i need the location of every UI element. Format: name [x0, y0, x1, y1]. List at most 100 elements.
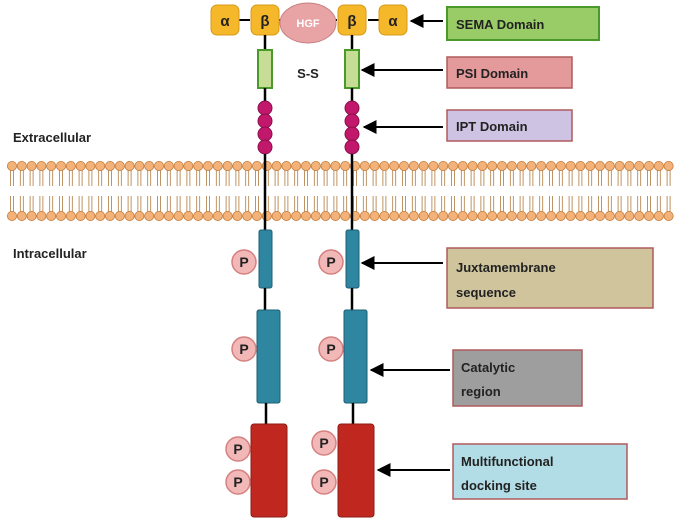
alpha-subunit-right: [378, 4, 408, 36]
lipid-head: [65, 210, 76, 221]
extracellular-label: Extracellular: [13, 130, 91, 145]
catalytic-label-line2: region: [461, 384, 501, 399]
lipid-head: [242, 160, 253, 171]
lipid-head: [232, 160, 243, 171]
lipid-head: [340, 160, 351, 171]
pointer-arrows: [360, 14, 450, 477]
docking-site-right: [337, 423, 375, 518]
lipid-head: [644, 160, 655, 171]
lipid-head: [536, 210, 547, 221]
lipid-head: [496, 210, 507, 221]
lipid-head: [202, 160, 213, 171]
lipid-head: [26, 160, 37, 171]
hgf-label: HGF: [296, 18, 320, 30]
juxtamembrane-label-box: Juxtamembrane sequence: [446, 247, 654, 309]
disulfide-bond-label: S-S: [297, 66, 319, 81]
phospho-site: P: [231, 336, 257, 362]
lipid-head: [438, 210, 449, 221]
svg-text:P: P: [326, 341, 335, 357]
catalytic-left: [256, 309, 281, 404]
docking-label-line2: docking site: [461, 478, 537, 493]
lipid-head: [85, 160, 96, 171]
lipid-head: [56, 160, 67, 171]
lipid-head: [624, 210, 635, 221]
lipid-head: [251, 160, 262, 171]
lipid-head: [310, 210, 321, 221]
catalytic-label-box: Catalytic region: [452, 349, 583, 407]
lipid-head: [614, 160, 625, 171]
lipid-head: [595, 160, 606, 171]
ipt-domain-label-box: IPT Domain: [446, 109, 573, 142]
lipid-head: [75, 160, 86, 171]
lipid-head: [271, 210, 282, 221]
lipid-head: [604, 210, 615, 221]
lipid-head: [232, 210, 243, 221]
lipid-head: [457, 210, 468, 221]
juxtamembrane-left: [258, 229, 273, 289]
beta-subunit-right-label: β: [347, 13, 356, 30]
lipid-head: [389, 160, 400, 171]
lipid-head: [408, 160, 419, 171]
lipid-head: [65, 160, 76, 171]
lipid-head: [153, 160, 164, 171]
lipid-head: [379, 160, 390, 171]
hgf-ligand: [279, 2, 337, 44]
phospho-site: P: [318, 249, 344, 275]
lipid-head: [36, 210, 47, 221]
lipid-head: [193, 160, 204, 171]
lipid-head: [398, 210, 409, 221]
lipid-head: [653, 210, 664, 221]
label-boxes: SEMA Domain PSI Domain IPT Domain Juxtam…: [446, 6, 654, 500]
lipid-head: [506, 210, 517, 221]
lipid-head: [281, 210, 292, 221]
intracellular-label: Intracellular: [13, 246, 87, 261]
lipid-head: [457, 160, 468, 171]
lipid-head: [242, 210, 253, 221]
lipid-head: [163, 210, 174, 221]
lipid-head: [124, 160, 135, 171]
lipid-head: [624, 160, 635, 171]
psi-domain-right: [344, 49, 360, 89]
lipid-head: [398, 160, 409, 171]
lipid-head: [173, 160, 184, 171]
lipid-head: [526, 160, 537, 171]
lipid-head: [447, 160, 458, 171]
lipid-head: [369, 160, 380, 171]
lipid-head: [16, 160, 27, 171]
lipid-head: [46, 160, 57, 171]
lipid-head: [26, 210, 37, 221]
svg-text:P: P: [319, 474, 328, 490]
lipid-head: [408, 210, 419, 221]
catalytic-right: [343, 309, 368, 404]
lipid-head: [124, 210, 135, 221]
lipid-head: [369, 210, 380, 221]
lipid-head: [330, 210, 341, 221]
lipid-head: [546, 160, 557, 171]
lipid-head: [300, 210, 311, 221]
juxtamembrane-right: [345, 229, 360, 289]
phospho-site: P: [311, 469, 337, 495]
lipid-head: [7, 210, 17, 221]
lipid-head: [291, 210, 302, 221]
docking-label-box: Multifunctional docking site: [452, 443, 628, 500]
lipid-head: [653, 160, 664, 171]
lipid-head: [16, 210, 27, 221]
lipid-head: [663, 210, 674, 221]
lipid-head: [575, 160, 586, 171]
lipid-head: [193, 210, 204, 221]
ipt-domain-right: [344, 100, 360, 155]
lipid-head: [46, 210, 57, 221]
svg-text:P: P: [239, 341, 248, 357]
lipid-head: [7, 160, 17, 171]
lipid-head: [153, 210, 164, 221]
phospho-site: P: [318, 336, 344, 362]
lipid-head: [467, 160, 478, 171]
lipid-head: [555, 210, 566, 221]
lipid-head: [516, 210, 527, 221]
lipid-head: [183, 210, 194, 221]
lipid-head: [144, 160, 155, 171]
lipid-head: [379, 210, 390, 221]
lipid-head: [320, 210, 331, 221]
lipid-head: [310, 160, 321, 171]
lipid-head: [36, 160, 47, 171]
